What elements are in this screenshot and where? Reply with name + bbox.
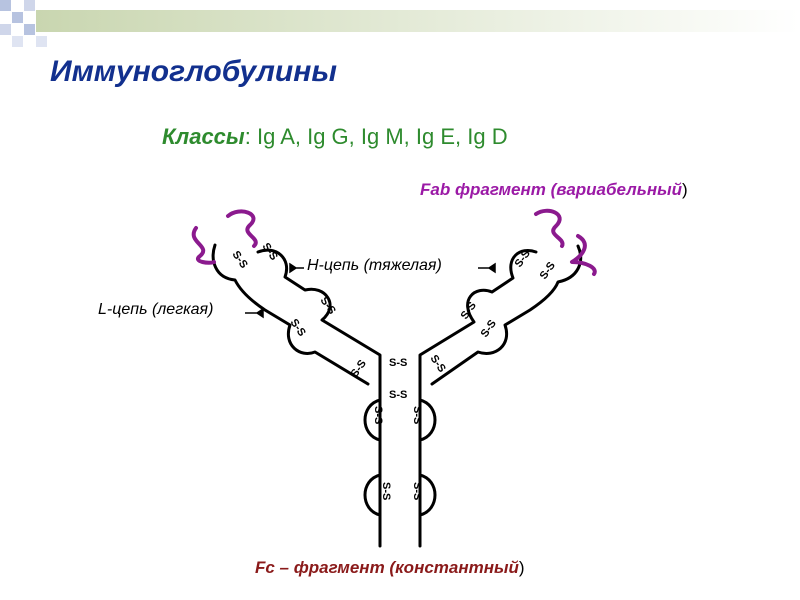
classes-separator: : xyxy=(244,124,257,149)
classes-label: Классы xyxy=(162,124,245,149)
left-heavy-chain xyxy=(256,248,382,548)
antigen-squiggle-left-a xyxy=(226,209,258,248)
ss-right-arm-4: S-S xyxy=(479,318,499,340)
classes-list: Ig A, Ig G, Ig M, Ig E, Ig D xyxy=(256,124,508,149)
ss-fc-right-1: S-S xyxy=(411,406,423,424)
ss-fc-right-2: S-S xyxy=(411,482,423,500)
fc-left-chain-lobes xyxy=(363,398,382,517)
ss-hinge-bottom: S-S xyxy=(389,389,407,401)
fab-fragment-text: Fab фрагмент (вариабельный xyxy=(420,180,683,199)
fab-fragment-label: Fab фрагмент (вариабельный) xyxy=(420,180,688,200)
heavy-chain-label: Н-цепь (тяжелая) xyxy=(307,257,442,274)
fc-right-chain-lobes xyxy=(418,398,437,517)
ss-right-arm-2: S-S xyxy=(538,260,558,282)
ss-right-arm-3: S-S xyxy=(459,300,479,322)
ss-fc-left-1: S-S xyxy=(372,406,384,424)
left-light-chain xyxy=(211,243,370,386)
ss-left-arm-1: S-S xyxy=(260,241,280,263)
page-title: Иммуноглобулины xyxy=(50,55,337,88)
light-chain-label: L-цепь (легкая) xyxy=(98,301,214,318)
antigen-squiggle-right-b xyxy=(570,234,597,276)
ss-right-hinge: S-S xyxy=(428,353,448,375)
fc-fragment-close-paren: ) xyxy=(518,558,525,577)
fab-fragment-close-paren: ) xyxy=(682,180,688,199)
fc-fragment-label: Fc – фрагмент (константный) xyxy=(255,558,525,578)
heavy-chain-arrow-right-icon xyxy=(478,262,496,274)
antigen-squiggle-right-a xyxy=(534,208,565,248)
ss-left-arm-4: S-S xyxy=(288,317,308,339)
ss-left-arm-2: S-S xyxy=(230,249,250,271)
fc-fragment-text: Fc – фрагмент (константный xyxy=(255,558,519,577)
antigen-squiggle-left-b xyxy=(191,226,216,265)
ss-hinge-top: S-S xyxy=(389,357,407,369)
right-heavy-chain xyxy=(418,249,538,548)
classes-line: Классы: Ig A, Ig G, Ig M, Ig E, Ig D xyxy=(162,124,508,150)
ss-left-hinge: S-S xyxy=(349,358,369,380)
light-chain-arrow-icon xyxy=(245,307,264,319)
right-light-chain xyxy=(430,244,583,386)
ss-left-arm-3: S-S xyxy=(318,295,338,317)
heavy-chain-arrow-left-icon xyxy=(289,262,304,274)
ss-fc-left-2: S-S xyxy=(380,482,392,500)
header-decoration xyxy=(0,0,800,47)
